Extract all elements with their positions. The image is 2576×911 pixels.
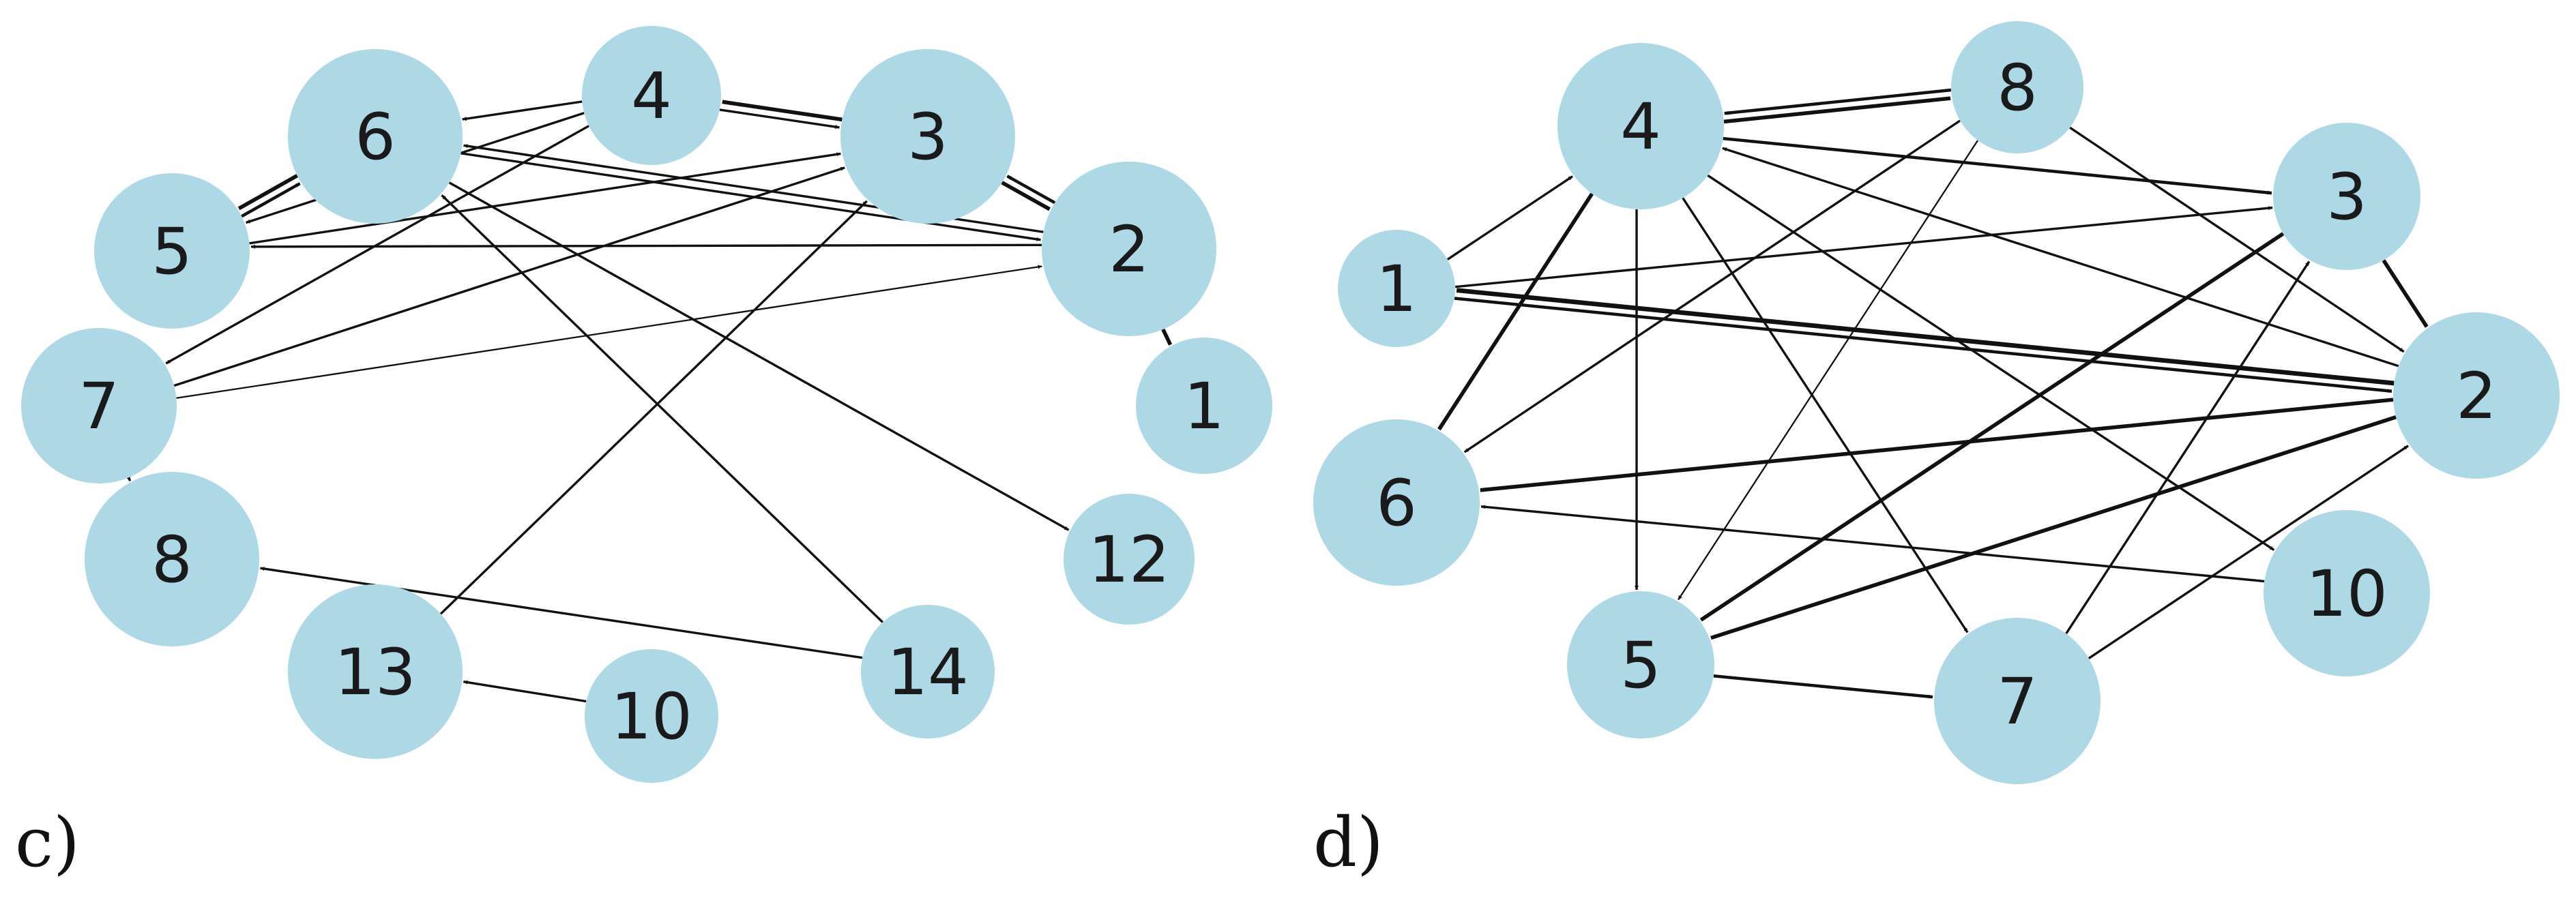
edge-c-3-to-2 <box>1001 181 1051 211</box>
node-d-1 <box>1338 230 1455 347</box>
edge-d-1-to-4 <box>1446 175 1574 260</box>
node-label-d-10: 10 <box>2306 557 2388 631</box>
node-label-c-4: 4 <box>631 59 672 134</box>
edge-d-8-to-6 <box>1463 119 1961 453</box>
edge-d-2-to-1 <box>1456 288 2395 386</box>
node-c-12 <box>1064 494 1195 625</box>
edge-d-2-to-4 <box>1722 147 2399 368</box>
node-label-c-6: 6 <box>355 100 396 175</box>
node-c-2 <box>1042 162 1216 336</box>
edge-c-3-to-4 <box>722 100 843 122</box>
node-d-10 <box>2264 510 2430 676</box>
edge-c-4-to-6 <box>462 100 583 121</box>
node-label-c-2: 2 <box>1109 213 1150 287</box>
node-c-3 <box>840 49 1015 224</box>
edge-c-14-to-8 <box>260 567 863 659</box>
node-label-d-3: 3 <box>2326 160 2367 235</box>
edge-c-2-to-3 <box>1006 175 1056 205</box>
edge-d-7-to-3 <box>2065 260 2311 635</box>
node-label-d-7: 7 <box>1997 665 2038 739</box>
node-label-d-5: 5 <box>1620 629 1661 703</box>
node-d-4 <box>1557 43 1724 209</box>
edge-c-2-to-1 <box>1161 328 1173 346</box>
node-label-c-3: 3 <box>907 100 948 175</box>
node-c-5 <box>94 173 250 329</box>
edge-c-5-to-6 <box>241 182 301 218</box>
node-label-c-14: 14 <box>887 636 969 710</box>
edge-d-4-to-3 <box>1723 136 2272 195</box>
edge-layer-c <box>126 100 1173 703</box>
node-d-5 <box>1567 591 1714 738</box>
graph-panel-d: 4 8 3 1 2 6 10 5 7 <box>1313 21 2560 784</box>
edge-c-6-to-12 <box>448 181 1070 531</box>
edge-layer-d <box>1437 88 2429 699</box>
node-layer-c: 6 4 3 5 2 7 1 8 12 13 14 10 <box>21 26 1272 783</box>
node-label-c-1: 1 <box>1184 370 1225 444</box>
node-c-1 <box>1136 338 1272 474</box>
edge-c-5-to-3 <box>249 152 841 245</box>
edge-d-4-to-6 <box>1437 192 1594 431</box>
edge-d-7-to-2 <box>2088 445 2410 659</box>
edge-c-7-to-3 <box>173 166 845 387</box>
edge-d-5-to-7 <box>1713 674 1933 699</box>
edge-c-4-to-3 <box>719 108 840 129</box>
edge-d-10-to-6 <box>1480 505 2265 583</box>
edge-d-8-to-2 <box>2069 126 2405 353</box>
node-d-3 <box>2273 123 2420 270</box>
node-layer-d: 4 8 3 1 2 6 10 5 7 <box>1313 21 2560 784</box>
node-c-10 <box>585 649 718 783</box>
edge-d-8-to-5 <box>1678 140 1978 601</box>
edge-d-4-to-8 <box>1723 96 1951 124</box>
edge-c-10-to-13 <box>463 680 587 703</box>
node-d-7 <box>1934 618 2101 784</box>
node-label-c-13: 13 <box>334 636 416 710</box>
edge-d-2-to-5 <box>1710 415 2397 640</box>
node-label-c-7: 7 <box>78 370 119 444</box>
node-label-d-1: 1 <box>1376 252 1417 327</box>
node-d-2 <box>2393 312 2560 479</box>
node-c-8 <box>85 472 259 646</box>
edge-d-1-to-2 <box>1454 297 2392 393</box>
node-label-d-4: 4 <box>1620 90 1661 164</box>
graph-panel-c: 6 4 3 5 2 7 1 8 12 13 14 10 <box>21 26 1272 783</box>
edge-c-14-to-6 <box>441 194 883 623</box>
node-d-6 <box>1313 419 1480 586</box>
node-c-13 <box>288 584 463 759</box>
edge-d-8-to-4 <box>1724 88 1952 115</box>
node-d-8 <box>1951 21 2083 153</box>
node-label-c-8: 8 <box>151 523 192 597</box>
edge-d-3-to-2 <box>2382 259 2429 328</box>
node-c-14 <box>861 605 995 738</box>
edge-c-4-to-7 <box>165 125 589 365</box>
edge-d-1-to-3 <box>1455 206 2273 288</box>
panel-label-d: d) <box>1313 803 1384 882</box>
edge-d-2-to-6 <box>1480 398 2394 492</box>
node-c-7 <box>21 328 177 483</box>
edge-c-6-to-2 <box>460 152 1041 241</box>
edge-d-4-to-7 <box>1682 197 1969 633</box>
node-label-c-10: 10 <box>611 680 692 754</box>
node-label-c-12: 12 <box>1088 523 1170 597</box>
edge-c-13-to-3 <box>439 200 868 615</box>
node-label-d-6: 6 <box>1376 466 1417 541</box>
node-c-6 <box>288 49 463 224</box>
node-label-d-2: 2 <box>2456 359 2497 434</box>
node-label-c-5: 5 <box>151 215 192 289</box>
edge-d-3-to-5 <box>1699 232 2285 622</box>
node-c-4 <box>582 26 721 165</box>
edge-c-7-to-8 <box>126 476 132 481</box>
node-label-d-8: 8 <box>1997 51 2038 125</box>
edge-c-2-to-5 <box>250 243 1042 249</box>
edge-c-6-to-5 <box>237 174 298 211</box>
edge-c-7-to-2 <box>176 265 1042 399</box>
panel-label-c: c) <box>15 803 80 882</box>
